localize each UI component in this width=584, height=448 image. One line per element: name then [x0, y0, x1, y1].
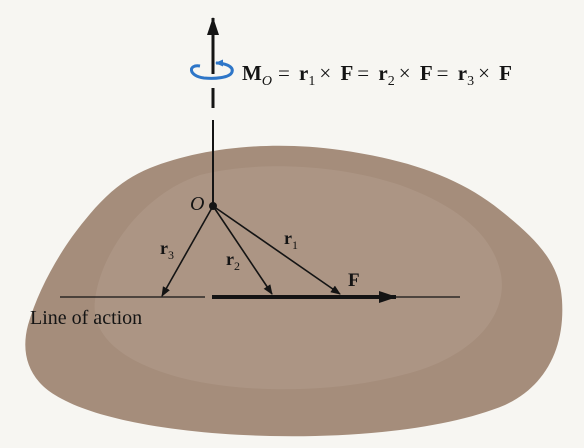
- vector-r3: [161, 205, 214, 297]
- r2-label: r2: [226, 249, 240, 273]
- r1-label: r1: [284, 228, 298, 252]
- r3-label: r3: [160, 238, 174, 262]
- moment-equation: MO= r1× F= r2× F= r3× F: [242, 61, 512, 89]
- surface-shading: [94, 166, 502, 390]
- curved-moment-arrow-icon: [190, 59, 234, 80]
- line-of-action-label: Line of action: [30, 307, 142, 329]
- force-label: F: [348, 270, 360, 291]
- vector-r2: [212, 205, 273, 295]
- origin-label: O: [190, 193, 204, 215]
- vector-r1: [212, 205, 341, 295]
